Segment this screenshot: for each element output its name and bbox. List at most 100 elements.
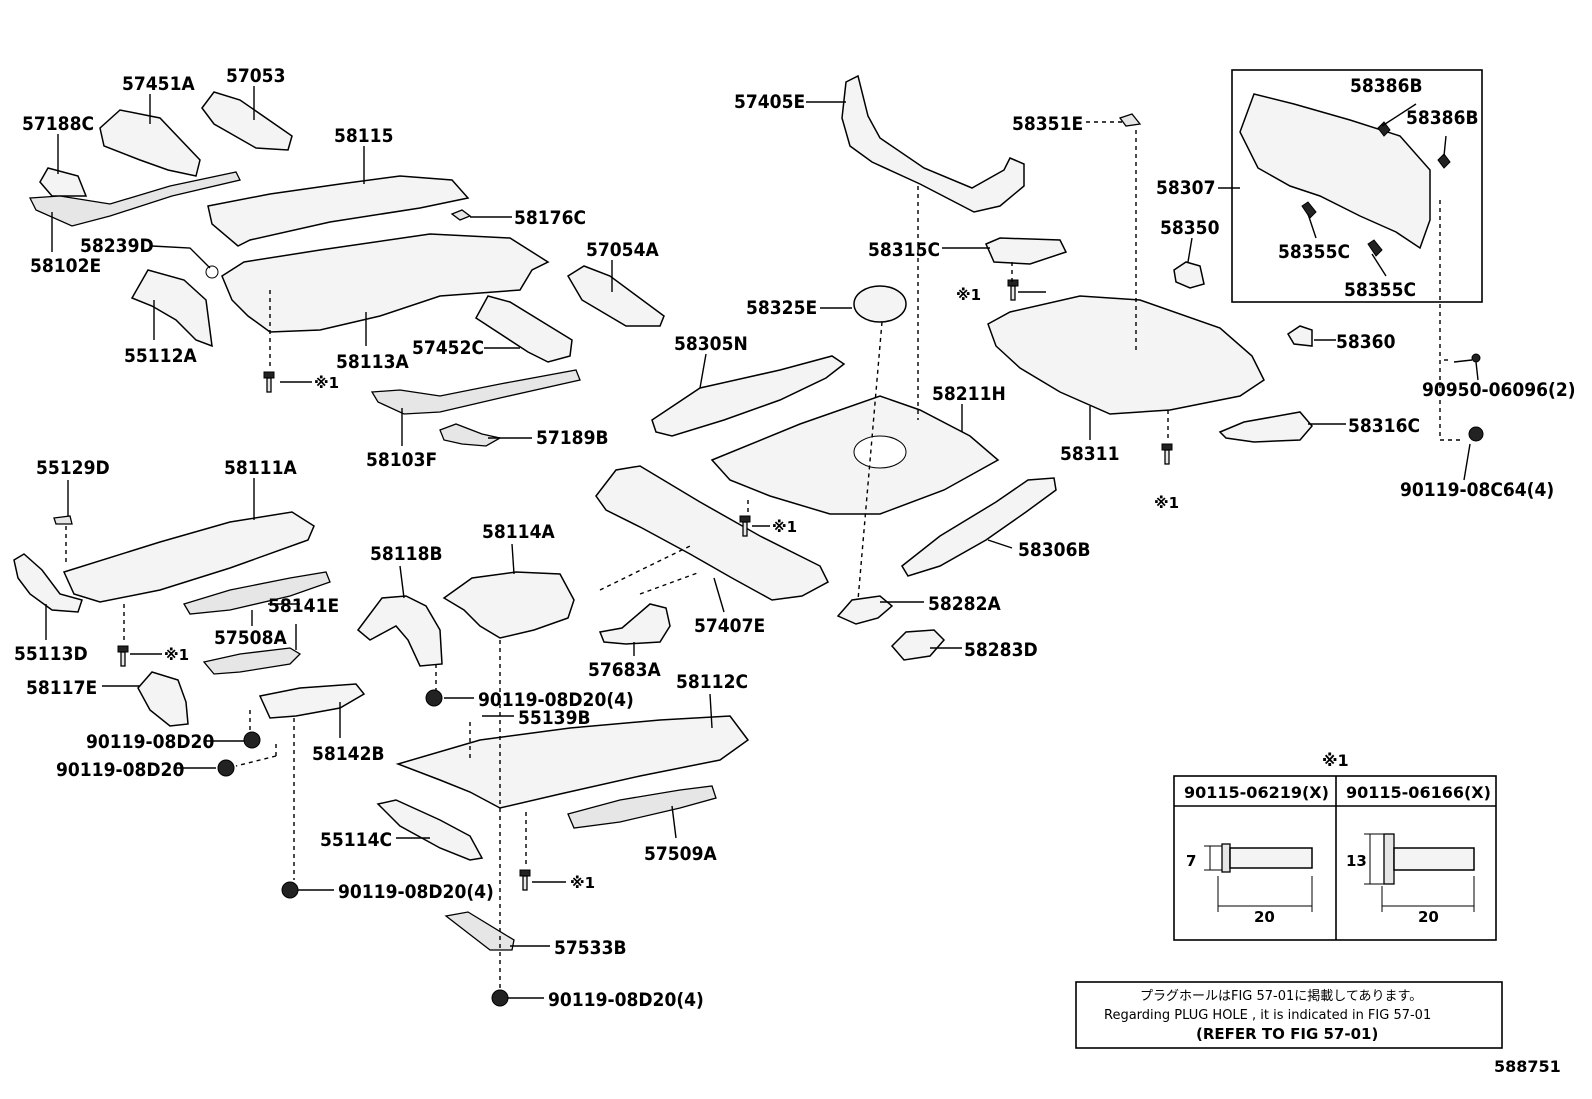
- part-58176C[interactable]: [450, 209, 472, 221]
- label-58355C-2[interactable]: 58355C: [1344, 279, 1416, 301]
- label-57508A[interactable]: 57508A: [214, 627, 287, 649]
- part-57683A[interactable]: [598, 603, 671, 645]
- label-58306B[interactable]: 58306B: [1018, 539, 1091, 561]
- part-58113A[interactable]: [221, 233, 550, 333]
- label-57054A[interactable]: 57054A: [586, 239, 659, 261]
- part-58386B-a[interactable]: [1377, 121, 1391, 137]
- label-58360[interactable]: 58360: [1336, 331, 1396, 353]
- label-57451A[interactable]: 57451A: [122, 73, 195, 95]
- label-58176C[interactable]: 58176C: [514, 207, 586, 229]
- label-55112A[interactable]: 55112A: [124, 345, 197, 367]
- label-57683A[interactable]: 57683A: [588, 659, 661, 681]
- label-58211H[interactable]: 58211H: [932, 383, 1006, 405]
- label-58355C-1[interactable]: 58355C: [1278, 241, 1350, 263]
- part-58102E[interactable]: [28, 171, 241, 227]
- part-55112A[interactable]: [130, 269, 213, 348]
- part-58115[interactable]: [207, 175, 470, 247]
- label-90119-08D20-4a[interactable]: 90119-08D20(4): [478, 689, 634, 711]
- label-55114C[interactable]: 55114C: [320, 829, 392, 851]
- part-57405E[interactable]: [841, 74, 1025, 213]
- part-58283D[interactable]: [890, 629, 946, 661]
- label-90950[interactable]: 90950-06096(2): [1422, 379, 1576, 401]
- label-58315C[interactable]: 58315C: [868, 239, 940, 261]
- label-57509A[interactable]: 57509A: [644, 843, 717, 865]
- part-57533B[interactable]: [444, 911, 515, 951]
- part-58311[interactable]: [987, 295, 1265, 415]
- part-58355C-b[interactable]: [1367, 239, 1383, 257]
- label-57533B[interactable]: 57533B: [554, 937, 627, 959]
- label-55139B[interactable]: 55139B: [518, 707, 591, 729]
- part-58282A[interactable]: [836, 595, 894, 625]
- part-58103F[interactable]: [370, 369, 581, 415]
- label-58112C[interactable]: 58112C: [676, 671, 748, 693]
- part-58117E[interactable]: [137, 671, 189, 727]
- part-58386B-b[interactable]: [1437, 153, 1451, 169]
- part-58360[interactable]: [1286, 325, 1313, 347]
- label-58113A[interactable]: 58113A: [336, 351, 409, 373]
- part-55114C[interactable]: [376, 799, 484, 861]
- label-58386B-1[interactable]: 58386B: [1350, 75, 1423, 97]
- part-58306B[interactable]: [901, 477, 1057, 577]
- label-58115[interactable]: 58115: [334, 125, 393, 147]
- part-57188C[interactable]: [39, 167, 88, 197]
- part-58112C[interactable]: [395, 715, 750, 809]
- part-58315C[interactable]: [985, 237, 1068, 265]
- label-57053[interactable]: 57053: [226, 65, 285, 87]
- label-58282A[interactable]: 58282A: [928, 593, 1001, 615]
- part-58355C-a[interactable]: [1301, 201, 1317, 219]
- label-58103F[interactable]: 58103F: [366, 449, 437, 471]
- part-57451A[interactable]: [99, 109, 201, 177]
- label-90119-08C64[interactable]: 90119-08C64(4): [1400, 479, 1554, 501]
- label-57405E[interactable]: 57405E: [734, 91, 805, 113]
- label-57452C[interactable]: 57452C: [412, 337, 484, 359]
- part-58325E[interactable]: [853, 285, 907, 323]
- part-58239D[interactable]: [205, 265, 219, 279]
- label-57188C[interactable]: 57188C: [22, 113, 94, 135]
- part-57509A[interactable]: [567, 785, 717, 829]
- label-58283D[interactable]: 58283D: [964, 639, 1038, 661]
- label-58114A[interactable]: 58114A: [482, 521, 555, 543]
- label-58305N[interactable]: 58305N: [674, 333, 748, 355]
- part-57508A[interactable]: [183, 571, 331, 615]
- part-57189B[interactable]: [439, 423, 502, 447]
- label-58386B-2[interactable]: 58386B: [1406, 107, 1479, 129]
- part-58141E[interactable]: [202, 647, 302, 675]
- part-58307[interactable]: [1239, 93, 1431, 250]
- label-90119-08D20-4c[interactable]: 90119-08D20(4): [548, 989, 704, 1011]
- label-90119-08D20-a[interactable]: 90119-08D20: [86, 731, 214, 753]
- label-58351E[interactable]: 58351E: [1012, 113, 1083, 135]
- label-57189B[interactable]: 57189B: [536, 427, 609, 449]
- label-55129D[interactable]: 55129D: [36, 457, 110, 479]
- part-55129D[interactable]: [53, 515, 73, 525]
- part-58118B[interactable]: [356, 595, 443, 667]
- label-90119-08D20-b[interactable]: 90119-08D20: [56, 759, 184, 781]
- label-58117E[interactable]: 58117E: [26, 677, 97, 699]
- marker-1d: ※1: [164, 646, 189, 664]
- part-57053[interactable]: [201, 91, 293, 151]
- label-58307[interactable]: 58307: [1156, 177, 1215, 199]
- label-58350[interactable]: 58350: [1160, 217, 1220, 239]
- label-58316C[interactable]: 58316C: [1348, 415, 1420, 437]
- label-58102E[interactable]: 58102E: [30, 255, 101, 277]
- part-58305N[interactable]: [651, 355, 846, 437]
- label-90119-08D20-4b[interactable]: 90119-08D20(4): [338, 881, 494, 903]
- part-57452C[interactable]: [475, 295, 573, 363]
- label-55113D[interactable]: 55113D: [14, 643, 88, 665]
- part-58114A[interactable]: [442, 571, 575, 639]
- part-58351E[interactable]: [1118, 113, 1142, 127]
- part-58316C[interactable]: [1218, 411, 1313, 443]
- label-58311[interactable]: 58311: [1060, 443, 1119, 465]
- label-58118B[interactable]: 58118B: [370, 543, 443, 565]
- label-58239D[interactable]: 58239D: [80, 235, 154, 257]
- part-57407E[interactable]: [595, 465, 829, 601]
- part-58142B[interactable]: [258, 683, 366, 719]
- label-57407E[interactable]: 57407E: [694, 615, 765, 637]
- label-58325E[interactable]: 58325E: [746, 297, 817, 319]
- label-58141E[interactable]: 58141E: [268, 595, 339, 617]
- part-55113D[interactable]: [13, 553, 83, 613]
- label-58111A[interactable]: 58111A: [224, 457, 297, 479]
- part-58111A[interactable]: [62, 511, 315, 603]
- part-57054A[interactable]: [566, 265, 665, 327]
- part-58350[interactable]: [1173, 261, 1205, 289]
- label-58142B[interactable]: 58142B: [312, 743, 385, 765]
